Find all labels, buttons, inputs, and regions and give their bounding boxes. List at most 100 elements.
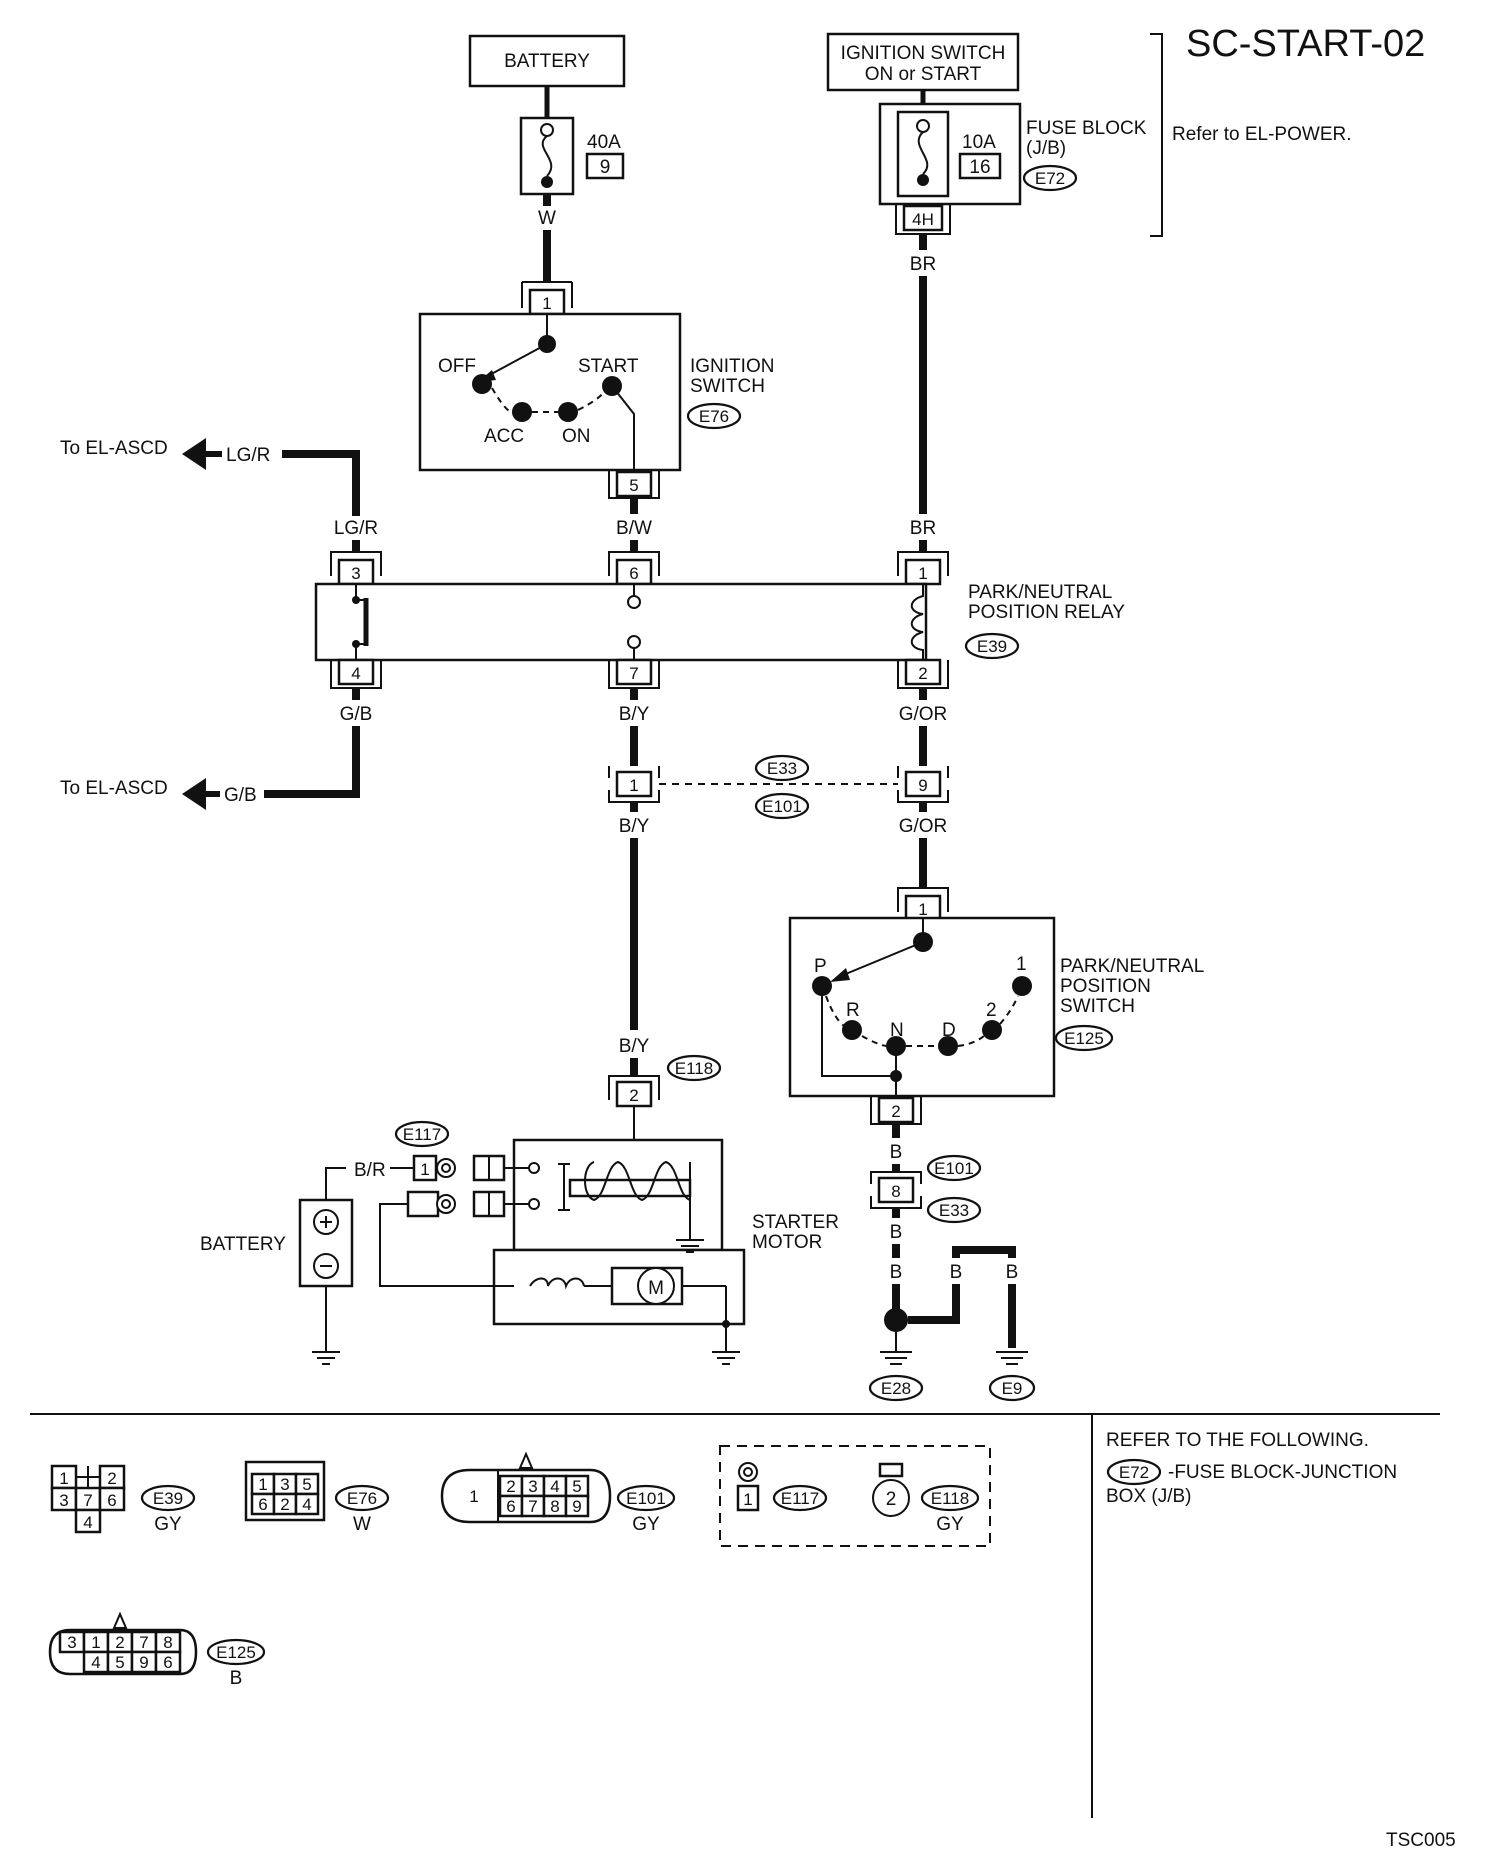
e39-id: E39 <box>153 1489 183 1508</box>
starter-conn-e118: E118 <box>675 1059 713 1078</box>
wire-label-by-joint: B/Y <box>619 816 650 837</box>
wire-label-b-gnd3: B <box>950 1262 963 1283</box>
relay-pin-1: 1 <box>918 564 927 583</box>
e125-color: B <box>230 1668 243 1689</box>
pn-switch-pin-1: 1 <box>918 900 927 919</box>
relay-bottom-connectors <box>330 658 949 689</box>
e125-id-oval <box>206 1638 266 1666</box>
ign-switch-conn: E76 <box>699 407 729 426</box>
joint-conn-top: E33 <box>767 759 797 778</box>
e125-pin-1: 1 <box>91 1633 100 1652</box>
ign-on-start-line2: ON or START <box>865 64 982 85</box>
pn-switch-conn-oval <box>1054 1024 1114 1052</box>
e118-id-oval <box>920 1484 980 1512</box>
fuse-10a-number-box <box>958 152 1002 180</box>
pn-pos-2: 2 <box>986 1000 997 1021</box>
wire-label-by-relay: B/Y <box>619 704 650 725</box>
starter-battery-label: BATTERY <box>200 1234 286 1255</box>
fuse-block-name-1: FUSE BLOCK <box>1026 118 1147 139</box>
e101-pin-2: 2 <box>506 1477 515 1496</box>
ground-icon-solenoid <box>676 1239 704 1253</box>
ascd-bottom-label: To EL-ASCD <box>60 778 168 799</box>
relay-name-1: PARK/NEUTRAL <box>968 582 1112 603</box>
e39-pin-1: 1 <box>59 1469 68 1488</box>
wire-label-lgr-relay: LG/R <box>334 518 378 539</box>
refer-power-note: Refer to EL-POWER. <box>1172 124 1352 145</box>
fuse-40a-number: 9 <box>600 157 611 178</box>
e125-id: E125 <box>216 1643 256 1662</box>
relay-body <box>314 582 928 662</box>
ground-conn-pin: 8 <box>891 1182 900 1201</box>
relay-top-connectors <box>330 551 949 586</box>
e76-pin-5: 5 <box>302 1475 311 1494</box>
e101-pin-9: 9 <box>572 1497 581 1516</box>
relay-conn: E39 <box>977 637 1007 656</box>
ground-conn-e33-oval <box>926 1196 982 1224</box>
wire-label-br-top: BR <box>910 254 936 275</box>
figure-code: TSC005 <box>1386 1830 1456 1851</box>
connector-view-e125 <box>48 1611 198 1676</box>
relay-name-2: POSITION RELAY <box>968 602 1125 623</box>
ascd-top-label: To EL-ASCD <box>60 438 168 459</box>
motor-symbol: M <box>648 1278 664 1299</box>
ign-pos-off: OFF <box>438 356 476 377</box>
e125-pin-8: 8 <box>163 1633 172 1652</box>
refer-following-conn-oval <box>1106 1458 1162 1486</box>
relay-pin-7: 7 <box>629 664 638 683</box>
starter-name-2: MOTOR <box>752 1232 822 1253</box>
ign-switch-pin-5: 5 <box>629 476 638 495</box>
wire-label-w: W <box>538 208 556 229</box>
fuse-block-name-2: (J/B) <box>1026 138 1066 159</box>
wire-label-gb-left: G/B <box>224 785 257 806</box>
starter-conn-e118-oval <box>666 1054 722 1082</box>
e76-id-oval <box>334 1484 390 1512</box>
e101-pin-5: 5 <box>572 1477 581 1496</box>
joint-pin-left: 1 <box>629 776 638 795</box>
ground-e28-oval <box>868 1374 924 1402</box>
e76-pin-3: 3 <box>280 1475 289 1494</box>
starter-conn-e117-oval <box>394 1120 450 1148</box>
wire-label-br-relay: BR <box>910 518 936 539</box>
joint-conn-bottom-oval <box>754 792 810 820</box>
e101-pin-6: 6 <box>506 1497 515 1516</box>
e39-pin-6: 6 <box>107 1491 116 1510</box>
pn-switch-name-3: SWITCH <box>1060 996 1135 1017</box>
starter-pin-2: 2 <box>629 1086 638 1105</box>
pn-pos-1: 1 <box>1016 954 1027 975</box>
diagram-title: SC-START-02 <box>1186 23 1425 65</box>
e39-pin-7: 7 <box>83 1491 92 1510</box>
fuse-40a <box>519 116 575 196</box>
e39-pin-2: 2 <box>107 1469 116 1488</box>
refer-following-text2: BOX (J/B) <box>1106 1486 1192 1507</box>
pn-pos-r: R <box>846 1000 860 1021</box>
pn-switch-conn: E125 <box>1064 1029 1104 1048</box>
starter-conn-e117: E117 <box>403 1125 441 1144</box>
e125-pin-2: 2 <box>115 1633 124 1652</box>
fuse-10a-rating: 10A <box>962 132 996 153</box>
pn-pos-d: D <box>942 1020 956 1041</box>
joint-pin-right: 9 <box>918 776 927 795</box>
e125-pin-9: 9 <box>139 1653 148 1672</box>
ground-e9: E9 <box>1002 1379 1023 1398</box>
e39-pin-3: 3 <box>59 1491 68 1510</box>
relay-conn-oval <box>964 632 1020 660</box>
ground-icon-battery <box>312 1351 340 1365</box>
refer-following-heading: REFER TO THE FOLLOWING. <box>1106 1430 1369 1451</box>
e125-pin-4: 4 <box>91 1653 100 1672</box>
pn-switch-name-2: POSITION <box>1060 976 1151 997</box>
relay-pin-3: 3 <box>351 564 360 583</box>
wire-label-gor-joint: G/OR <box>899 816 948 837</box>
ign-switch-name-1: IGNITION <box>690 356 774 377</box>
refer-following-text1: -FUSE BLOCK-JUNCTION <box>1168 1462 1397 1483</box>
wire-label-b-gnd1: B <box>890 1222 903 1243</box>
wire-label-gb-relay: G/B <box>340 704 373 725</box>
arrow-left-icon <box>182 438 206 470</box>
arrow-left-icon-bottom <box>182 778 206 810</box>
e101-pin-4: 4 <box>550 1477 559 1496</box>
e125-pin-7: 7 <box>139 1633 148 1652</box>
e76-pin-6: 6 <box>258 1495 267 1514</box>
wire-label-b-pn: B <box>890 1142 903 1163</box>
starter-pin-e117: 1 <box>420 1160 429 1179</box>
e101-pin-7: 7 <box>528 1497 537 1516</box>
